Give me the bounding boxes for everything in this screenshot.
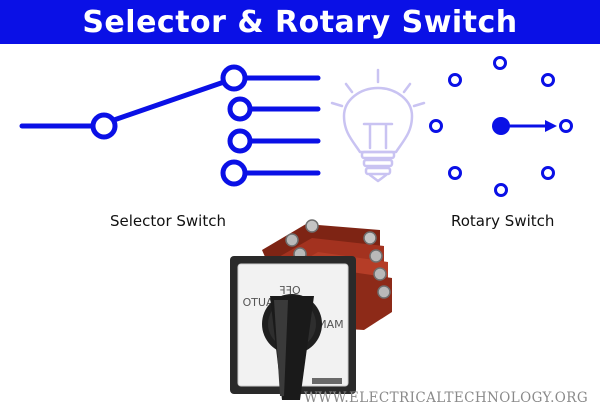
watermark: WWW.ELECTRICALTECHNOLOGY.ORG [303, 390, 588, 406]
rotary-contact-bottom [494, 183, 508, 197]
rotary-contact-right [559, 119, 573, 133]
contact-terminal-2 [227, 96, 253, 122]
rotary-pivot [492, 117, 510, 135]
title-text: Selector & Rotary Switch [82, 4, 518, 40]
selector-switch-label: Selector Switch [110, 212, 226, 230]
light-bulb-icon [330, 68, 426, 183]
pivot-terminal [90, 112, 118, 140]
rotary-switch-label: Rotary Switch [451, 212, 555, 230]
rotary-contact-top-right [541, 73, 555, 87]
face-label-off: OFF [279, 284, 300, 297]
diagram: OFF AUTO MAN [19, 56, 573, 400]
contact-terminal-1 [220, 64, 248, 92]
face-label-auto: AUTO [242, 296, 273, 309]
contact-terminal-3 [227, 128, 253, 154]
knob [262, 294, 322, 400]
rotary-contact-bottom-left [448, 166, 462, 180]
rotary-switch-diagram [429, 56, 573, 197]
switch-arm [111, 79, 227, 123]
selector-switch-diagram [19, 64, 321, 187]
page-title: Selector & Rotary Switch [0, 0, 600, 44]
rotary-contact-left [429, 119, 443, 133]
face-label-man: MAN [318, 318, 343, 331]
rotary-contact-top [493, 56, 507, 70]
rotary-contact-top-left [448, 73, 462, 87]
rotary-contact-bottom-right [541, 166, 555, 180]
arrow-right-icon [545, 120, 557, 132]
contact-terminal-4 [220, 159, 248, 187]
